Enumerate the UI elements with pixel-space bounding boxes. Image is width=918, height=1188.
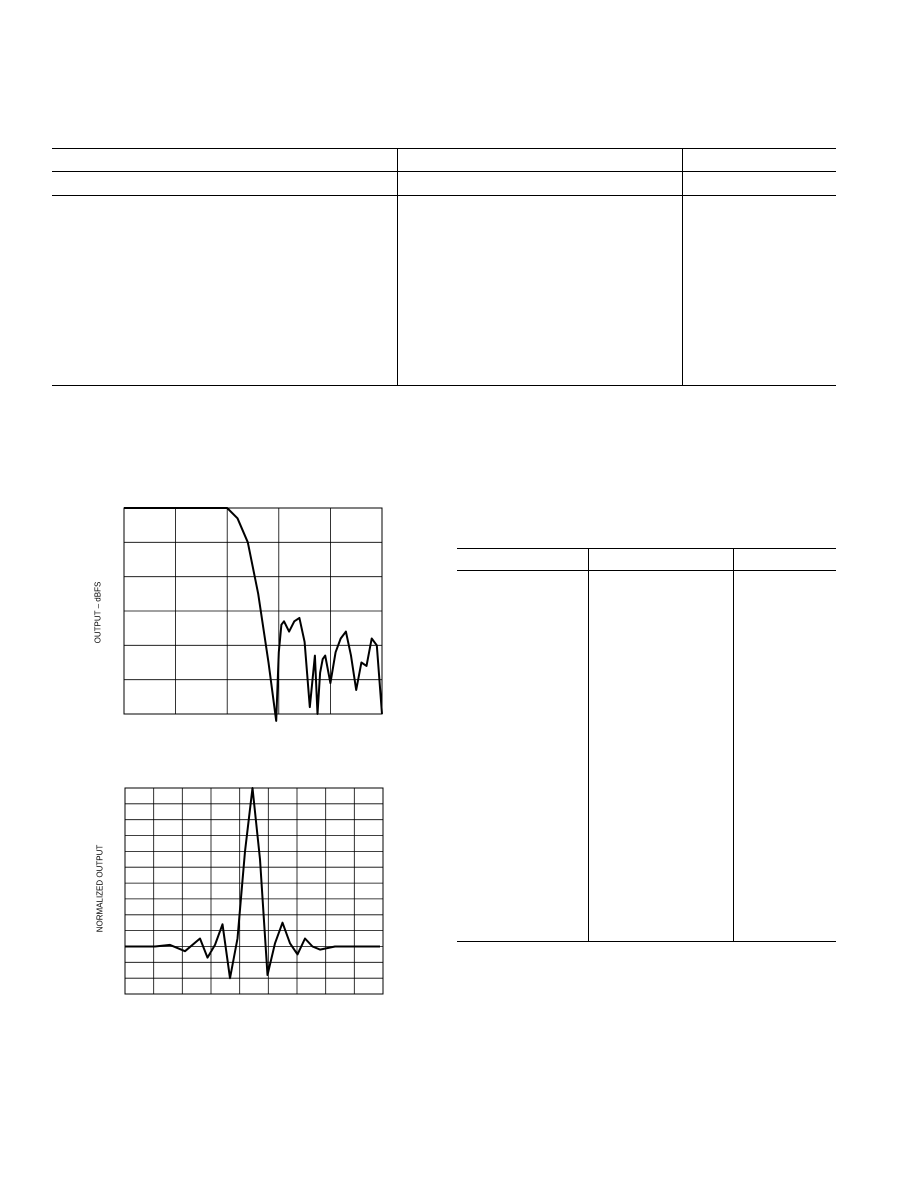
impulse-response-plot	[124, 787, 384, 995]
impulse-response-plot-frame	[124, 787, 384, 995]
frequency-response-plot	[123, 507, 383, 722]
top-table-rule-bottom	[52, 385, 836, 386]
top-table-rule-body-top	[52, 195, 836, 196]
right-table-column-divider-1	[588, 548, 589, 941]
impulse-response-series-line	[125, 787, 380, 980]
top-table-column-divider-1	[397, 148, 398, 385]
right-table-rule-header-top	[457, 548, 836, 549]
impulse-response-ylabel: NORMALIZED OUTPUT	[95, 844, 105, 933]
top-table-column-divider-2	[682, 148, 683, 385]
frequency-response-series-line	[124, 507, 383, 722]
right-table-rule-header-bottom	[457, 570, 836, 571]
right-table-column-divider-2	[733, 548, 734, 941]
frequency-response-ylabel: OUTPUT – dBFS	[93, 581, 103, 644]
top-table-rule-header-top	[52, 148, 836, 149]
top-table-rule-header-bottom	[52, 171, 836, 172]
right-table-rule-bottom	[457, 941, 836, 942]
